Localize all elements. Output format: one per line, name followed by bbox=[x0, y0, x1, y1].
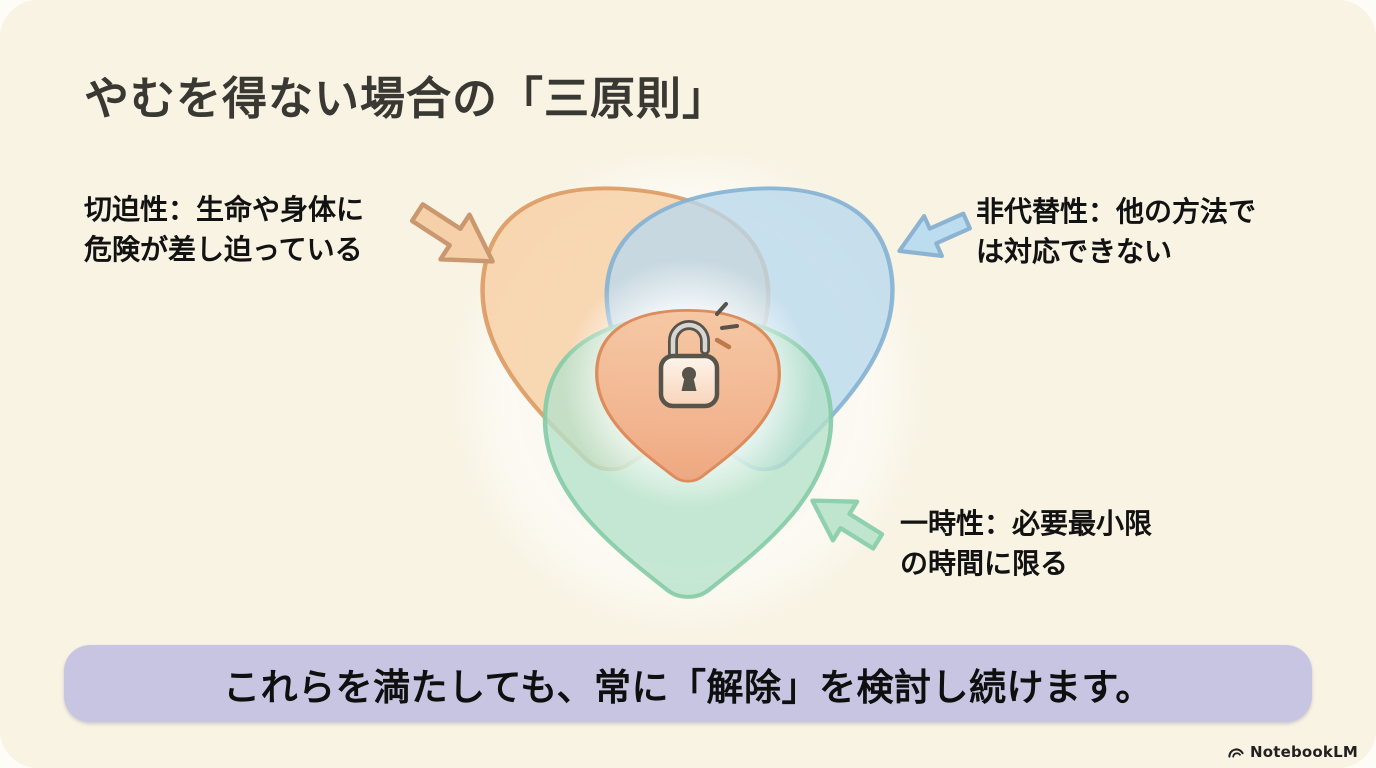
label-urgency-line1: 切迫性：生命や身体に bbox=[84, 193, 365, 226]
notebooklm-logo-icon bbox=[1228, 748, 1244, 758]
label-urgency-line2: 危険が差し迫っている bbox=[84, 233, 363, 266]
unlocked-padlock-icon bbox=[658, 302, 739, 409]
slide-title: やむを得ない場合の「三原則」 bbox=[84, 72, 729, 125]
temporariness-arrow-icon bbox=[810, 498, 885, 551]
label-non-substitutability-line2: は対応できない bbox=[976, 235, 1173, 268]
summary-banner: これらを満たしても、常に「解除」を検討し続けます。 bbox=[64, 645, 1312, 722]
summary-banner-text: これらを満たしても、常に「解除」を検討し続けます。 bbox=[223, 665, 1153, 709]
label-urgency: 切迫性：生命や身体に 危険が差し迫っている bbox=[84, 190, 364, 270]
notebooklm-wordmark: NotebookLM bbox=[1249, 743, 1358, 761]
label-non-substitutability: 非代替性：他の方法で は対応できない bbox=[976, 192, 1256, 272]
non-substitutability-arrow-icon bbox=[897, 211, 972, 259]
label-temporariness-line2: の時間に限る bbox=[900, 547, 1069, 580]
label-temporariness: 一時性：必要最小限 の時間に限る bbox=[900, 504, 1152, 584]
notebooklm-watermark: NotebookLM bbox=[1227, 743, 1358, 761]
label-temporariness-line1: 一時性：必要最小限 bbox=[900, 507, 1153, 540]
label-non-substitutability-line1: 非代替性：他の方法で bbox=[976, 195, 1257, 228]
unlock-sparkle-icon bbox=[714, 302, 739, 350]
venn-diagram bbox=[450, 168, 930, 612]
urgency-arrow-icon bbox=[409, 202, 495, 264]
